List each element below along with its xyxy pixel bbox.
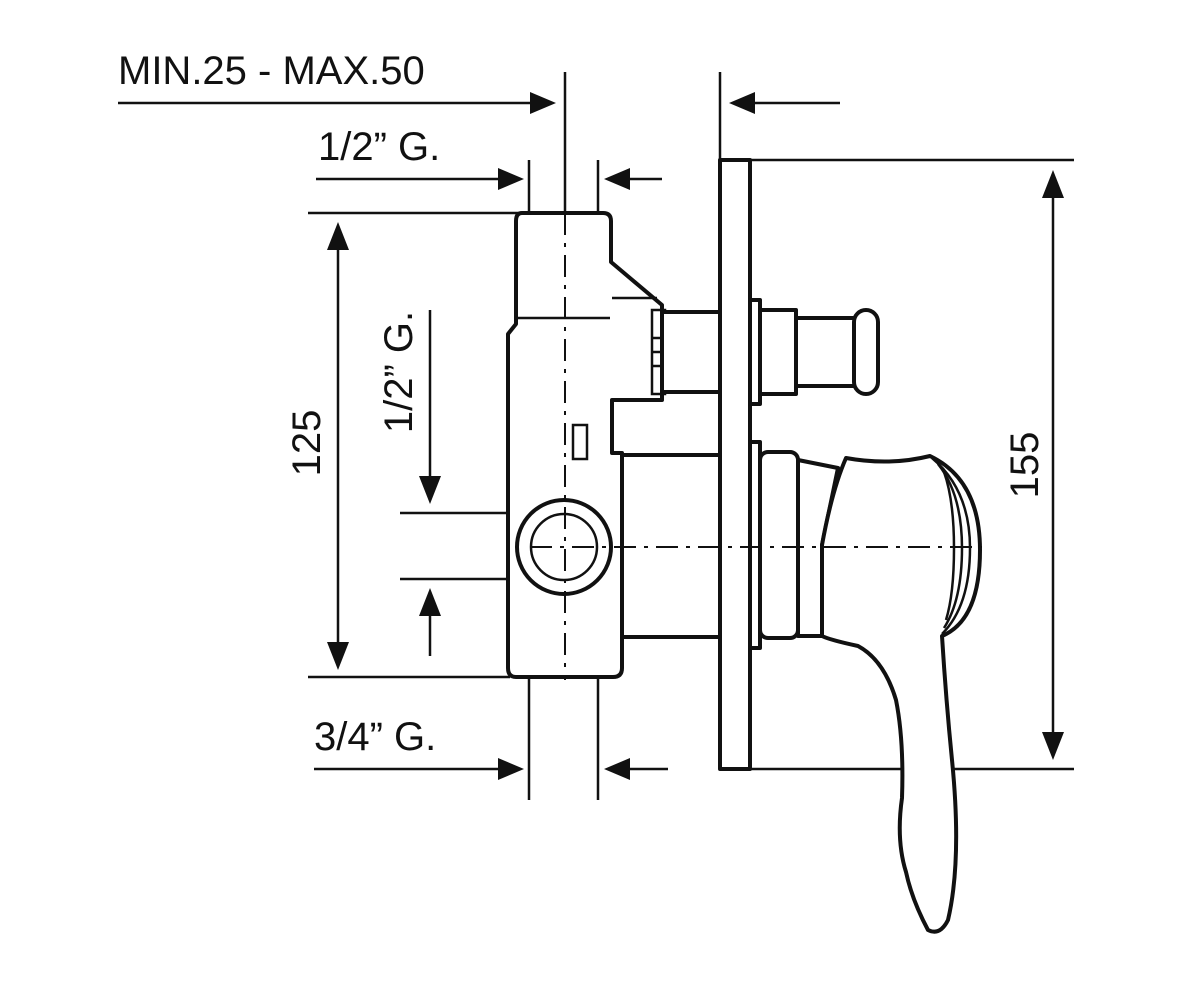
top-inlet-dimension: 1/2” G.: [316, 125, 662, 213]
plate-height-label: 155: [1003, 432, 1047, 499]
body-height-arrow-top: [327, 222, 349, 250]
plate-height-arrow-top: [1042, 170, 1064, 198]
lever-handle: [748, 440, 982, 934]
depth-range-label: MIN.25 - MAX.50: [118, 49, 425, 93]
cover-plate: [718, 158, 752, 771]
center-axes: [530, 213, 982, 680]
body-height-dimension: 125: [285, 211, 520, 679]
body-height-label: 125: [285, 410, 329, 477]
bottom-outlet-dimension: 3/4” G.: [314, 677, 668, 800]
bottom-outlet-arrow-right: [604, 758, 630, 780]
diverter-cap: [852, 308, 880, 396]
handle-collar: [758, 450, 800, 640]
handle-lever: [820, 454, 982, 934]
diverter-stem: [660, 310, 724, 394]
bottom-outlet-arrow-left: [498, 758, 524, 780]
body-height-arrow-bottom: [327, 642, 349, 670]
valve-body: [506, 211, 667, 679]
diverter-knob: [748, 298, 880, 406]
diverter-shaft: [794, 316, 862, 388]
plate-height-arrow-bottom: [1042, 732, 1064, 760]
diverter-collar: [758, 308, 798, 396]
side-inlet-arrow-bottom: [419, 588, 441, 616]
side-inlet-arrow-top: [419, 476, 441, 504]
depth-range-dimension: MIN.25 - MAX.50: [118, 49, 840, 213]
top-inlet-arrow-left: [498, 168, 524, 190]
top-inlet-arrow-right: [604, 168, 630, 190]
depth-range-arrow-right: [729, 92, 755, 114]
body-marker-slot: [571, 423, 589, 461]
depth-range-arrow-left: [530, 92, 556, 114]
side-inlet-label: 1/2” G.: [377, 311, 421, 433]
bottom-outlet-label: 3/4” G.: [314, 715, 436, 759]
top-inlet-label: 1/2” G.: [318, 125, 440, 169]
side-inlet-dimension: 1/2” G.: [377, 310, 562, 656]
